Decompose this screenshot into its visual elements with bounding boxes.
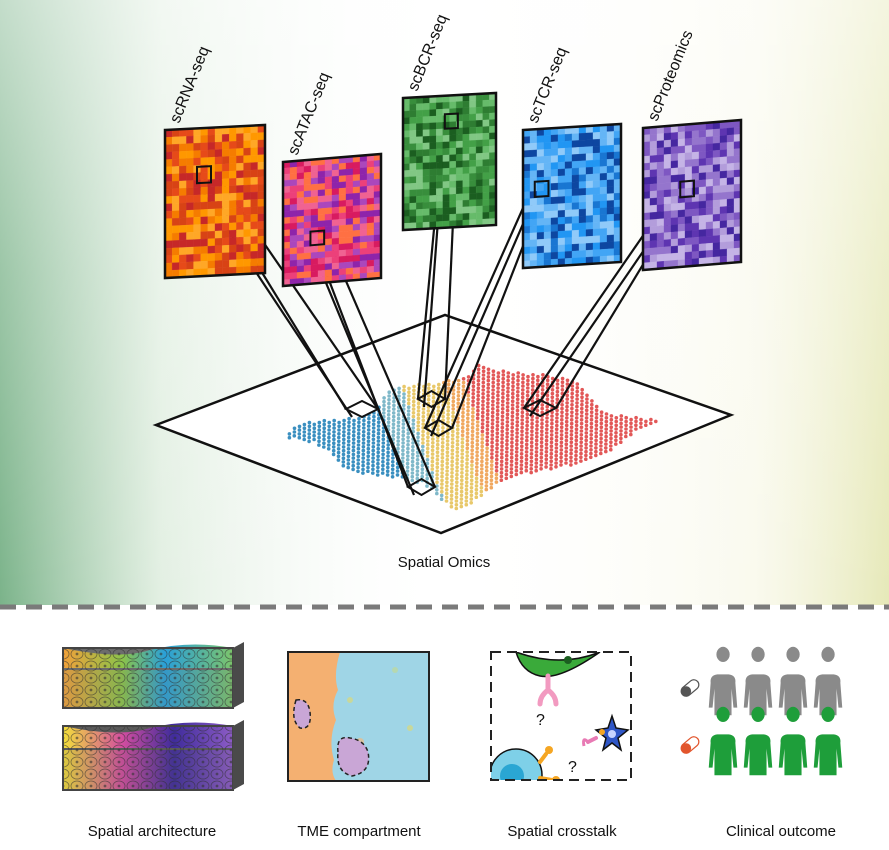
- tissue-target-box: [423, 418, 454, 438]
- layer-selection-box: [309, 229, 326, 247]
- tissue-target-box: [416, 389, 447, 409]
- person-icon: [778, 646, 808, 716]
- tissue-target-box: [406, 477, 437, 497]
- person-icon: [813, 706, 843, 776]
- layer-selection-box: [679, 179, 695, 199]
- svg-text:?: ?: [536, 712, 545, 729]
- label-tme-compartment: TME compartment: [297, 823, 421, 840]
- label-clinical-outcome: Clinical outcome: [726, 823, 836, 840]
- patient-group-untreated: [708, 646, 843, 716]
- layer-frame: [401, 91, 498, 232]
- layer-frame: [281, 152, 383, 288]
- layer-heatmap-tiles: [402, 92, 497, 231]
- layer-heatmap-tiles: [642, 119, 742, 271]
- person-icon: [778, 706, 808, 776]
- layer-frame: [521, 122, 623, 270]
- tissue-spots: [287, 363, 658, 511]
- pill-icon: [680, 736, 700, 754]
- spatial-architecture-icon: [62, 642, 244, 791]
- layer-frame: [163, 123, 267, 280]
- tme-compartment-icon: [287, 651, 430, 782]
- layer-heatmap-tiles: [164, 124, 266, 279]
- label-spatial-crosstalk: Spatial crosstalk: [507, 823, 617, 840]
- spatial-omics-caption: Spatial Omics: [398, 554, 491, 571]
- person-icon: [743, 646, 773, 716]
- label-spatial-architecture: Spatial architecture: [88, 823, 216, 840]
- layer-selection-box: [443, 112, 459, 130]
- layer-frame: [641, 118, 743, 272]
- layer-selection-box: [533, 179, 550, 198]
- svg-text:?: ?: [568, 759, 577, 776]
- person-icon: [708, 646, 738, 716]
- clinical-outcome-icon: [680, 646, 843, 776]
- layer-heatmap-tiles: [282, 153, 382, 287]
- patient-group-treated: [708, 706, 843, 776]
- person-icon: [813, 646, 843, 716]
- spatial-crosstalk-icon: ? ?: [490, 651, 632, 781]
- tissue-target-box: [521, 398, 559, 418]
- layer-heatmap-tiles: [522, 123, 622, 269]
- person-icon: [708, 706, 738, 776]
- person-icon: [743, 706, 773, 776]
- layer-selection-box: [196, 165, 212, 185]
- pill-icon: [680, 679, 700, 697]
